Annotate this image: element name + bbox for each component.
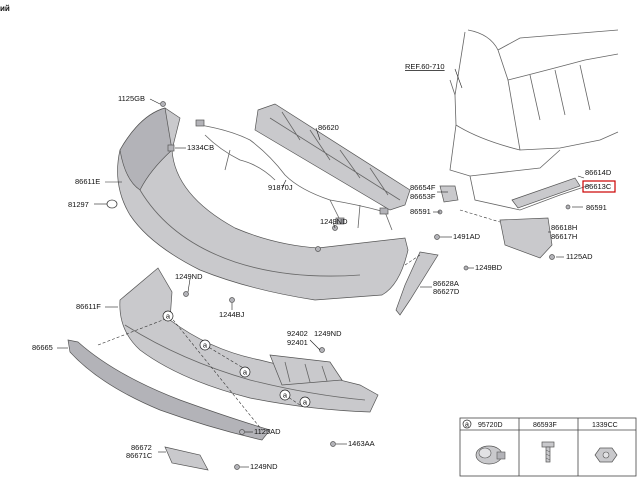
part-label-86665: 86665 <box>32 343 53 352</box>
part-label-86617h: 86617H <box>551 232 577 241</box>
part-label-86620: 86620 <box>318 123 339 132</box>
highlight-box <box>582 180 616 193</box>
part-label-92401: 92401 <box>287 338 308 347</box>
part-label-1125ad-right: 1125AD <box>566 252 593 261</box>
part-label-86653f: 86653F <box>410 192 436 201</box>
leader-lines <box>57 68 585 468</box>
assembly-lines <box>97 209 501 431</box>
part-label-1125ad-lower: 1125AD <box>254 427 281 436</box>
legend-part-1339cc: 1339CC <box>592 422 618 429</box>
callout-a-label: a <box>303 398 308 407</box>
part-label-1334cb: 1334CB <box>187 143 214 152</box>
part-label-86627d: 86627D <box>433 287 460 296</box>
skid-plate <box>67 339 271 441</box>
vehicle-body-outline <box>449 29 619 211</box>
reflector <box>164 446 209 471</box>
callout-a-1: a <box>162 310 174 322</box>
part-label-1244bj: 1244BJ <box>219 310 245 319</box>
license-lamp <box>269 354 343 386</box>
callout-a-label: a <box>166 312 171 321</box>
legend-callout-a: a <box>465 422 469 429</box>
wiring-harness <box>195 119 393 231</box>
part-label-86671c: 86671C <box>126 451 153 460</box>
reference-label: REF.60-710 <box>405 62 445 71</box>
part-label-86654f: 86654F <box>410 183 436 192</box>
part-label-1491ad: 1491AD <box>453 232 481 241</box>
part-label-1249nd-lamp: 1249ND <box>314 329 342 338</box>
part-label-1249bd: 1249BD <box>475 263 503 272</box>
side-bracket <box>395 251 439 316</box>
part-label-1125gb: 1125GB <box>118 94 145 103</box>
callout-a-label: a <box>243 368 248 377</box>
part-label-86611e: 86611E <box>75 177 100 186</box>
part-label-1249nd-lower: 1249ND <box>250 462 278 471</box>
part-label-1249nd-upper: 1249ND <box>320 217 348 226</box>
legend-part-95720d: 95720D <box>478 422 503 429</box>
callout-a-label: a <box>283 391 288 400</box>
bumper-cover <box>117 107 409 301</box>
legend-callout-circle <box>462 419 472 429</box>
part-label-86614d: 86614D <box>585 168 612 177</box>
part-label-86628a: 86628A <box>433 279 459 288</box>
callout-a-label: a <box>203 341 208 350</box>
legend-part-86593f: 86593F <box>533 422 557 429</box>
callout-a-2: a <box>199 339 211 351</box>
part-label-86613c: 86613C <box>585 182 612 191</box>
screw-icon <box>541 441 555 463</box>
part-label-91870j: 91870J <box>268 183 293 192</box>
part-label-86618h: 86618H <box>551 223 577 232</box>
part-label-86591-right: 86591 <box>586 203 607 212</box>
part-label-92402: 92402 <box>287 329 308 338</box>
rear-bracket <box>499 217 553 259</box>
impact-absorber <box>254 103 411 211</box>
fastener-legend-table: a 95720D 86593F 1339CC <box>459 417 637 477</box>
callout-a-4: a <box>279 389 291 401</box>
callout-a-3: a <box>239 366 251 378</box>
sensor-icon <box>475 445 506 465</box>
reinforcement-bar <box>439 177 581 209</box>
part-label-1249nd-mid: 1249ND <box>175 272 203 281</box>
part-label-86591-left: 86591 <box>410 207 431 216</box>
corner-text: ий <box>0 4 10 13</box>
callout-a-5: a <box>299 396 311 408</box>
part-label-86672: 86672 <box>131 443 152 452</box>
part-label-86611f: 86611F <box>76 302 101 311</box>
part-label-81297: 81297 <box>68 200 89 209</box>
part-label-1463aa: 1463AA <box>348 439 375 448</box>
nut-icon <box>594 447 618 463</box>
